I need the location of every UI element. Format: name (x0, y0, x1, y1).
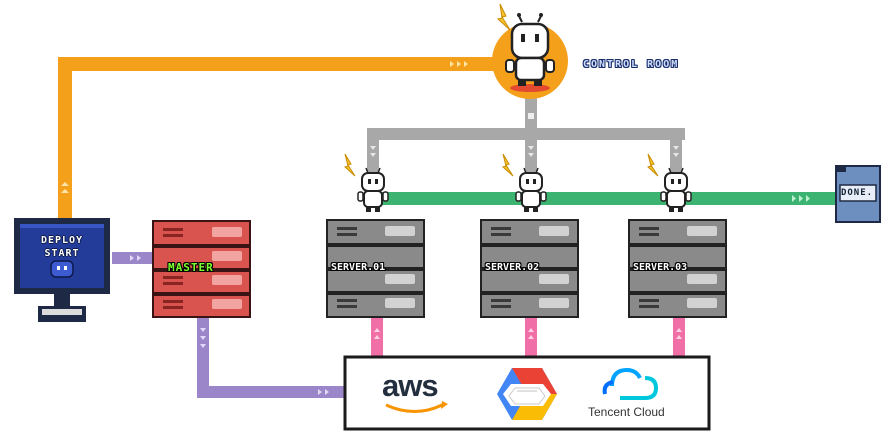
robot-icon-2 (502, 153, 547, 212)
aws-smile-icon (385, 403, 443, 413)
pink-connector (371, 318, 685, 356)
server-rack-01 (326, 219, 425, 318)
gray-connector (367, 96, 685, 174)
server-rack-02 (480, 219, 579, 318)
monitor-icon (14, 218, 110, 322)
lightning-icon (496, 3, 511, 31)
tencent-cloud-icon (602, 367, 659, 400)
done-note (835, 165, 881, 223)
green-connector (372, 192, 837, 205)
server-rack-master (152, 220, 251, 318)
server-rack-03 (628, 219, 727, 318)
purple-connector (112, 252, 345, 398)
tencent-cloud-text: Tencent Cloud (588, 405, 665, 419)
control-room-robot (492, 3, 568, 99)
aws-logo-text: aws (382, 368, 439, 403)
robot-icon-1 (344, 153, 389, 212)
robot-icon-3 (647, 153, 692, 212)
cloud-provider-box (343, 355, 711, 431)
orange-connector (58, 57, 498, 219)
robot-head-icon (50, 260, 74, 278)
google-cloud-icon (497, 368, 557, 420)
